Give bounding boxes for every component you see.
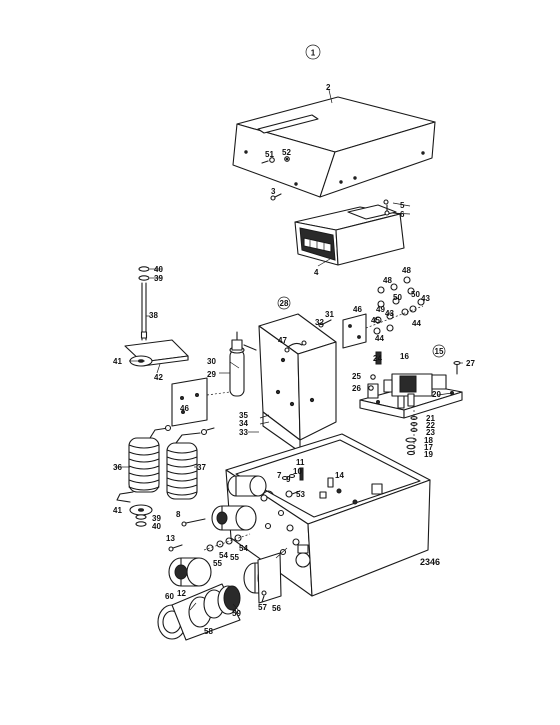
label-55b: 55	[213, 559, 222, 568]
label-41a: 41	[113, 357, 122, 366]
coil-left	[116, 427, 169, 527]
label-44b: 44	[375, 334, 384, 343]
label-54a: 54	[239, 544, 248, 553]
label-43a: 43	[421, 294, 430, 303]
label-56: 56	[272, 604, 281, 613]
label-39b: 39	[152, 514, 161, 523]
label-58: 58	[204, 627, 213, 636]
label-17: 17	[424, 443, 433, 452]
label-14: 14	[335, 471, 344, 480]
label-4: 4	[314, 268, 319, 277]
label-24: 24	[373, 354, 382, 363]
coil-right	[164, 424, 215, 500]
label-29: 29	[207, 370, 216, 379]
label-20: 20	[432, 390, 441, 399]
label-36: 36	[113, 463, 122, 472]
label-40a: 40	[154, 265, 163, 274]
cable-plug	[157, 552, 282, 641]
label-46a: 46	[180, 404, 189, 413]
label-19: 19	[424, 450, 433, 459]
label-54b: 54	[219, 551, 228, 560]
label-16: 16	[400, 352, 409, 361]
label-49: 49	[376, 305, 385, 314]
label-8: 8	[176, 510, 181, 519]
leader-lines	[115, 202, 463, 613]
label-11: 11	[296, 458, 305, 467]
label-6: 6	[400, 210, 405, 219]
figure-number: 1	[311, 49, 316, 58]
label-12: 12	[177, 589, 186, 598]
label-42: 42	[154, 373, 163, 382]
mounting-bracket	[124, 339, 189, 367]
label-18: 18	[424, 436, 433, 445]
drawing-reference: 2346	[420, 557, 440, 567]
label-15: 15	[435, 347, 444, 356]
label-51: 51	[265, 150, 274, 159]
label-41b: 41	[113, 506, 122, 515]
label-35: 35	[239, 411, 248, 420]
coil-plate	[171, 377, 231, 427]
label-3: 3	[271, 187, 276, 196]
label-5: 5	[400, 201, 405, 210]
label-13: 13	[166, 534, 175, 543]
label-30: 30	[207, 357, 216, 366]
front-connector	[168, 533, 251, 587]
relay-module	[359, 351, 463, 419]
label-37: 37	[197, 463, 206, 472]
label-7: 7	[277, 471, 282, 480]
left-connector	[181, 475, 267, 531]
label-57: 57	[258, 603, 267, 612]
washer-stack	[405, 410, 418, 456]
capacitor	[229, 331, 257, 397]
label-34: 34	[239, 419, 248, 428]
label-23: 23	[426, 428, 435, 437]
label-26: 26	[352, 384, 361, 393]
label-39a: 39	[154, 274, 163, 283]
display-module	[294, 199, 405, 266]
label-38: 38	[149, 311, 158, 320]
label-59: 59	[232, 609, 241, 618]
label-45: 45	[371, 316, 380, 325]
chassis-bracket	[258, 313, 337, 453]
label-2: 2	[326, 83, 331, 92]
label-50a: 50	[411, 290, 420, 299]
label-44a: 44	[412, 319, 421, 328]
support-rod	[138, 266, 150, 341]
bracket-screws	[284, 319, 332, 353]
label-22: 22	[426, 421, 435, 430]
label-25: 25	[352, 372, 361, 381]
label-53: 53	[296, 490, 305, 499]
label-48b: 48	[383, 276, 392, 285]
label-47: 47	[278, 336, 287, 345]
label-21: 21	[426, 414, 435, 423]
label-43b: 43	[385, 309, 394, 318]
label-50b: 50	[393, 293, 402, 302]
label-32: 32	[315, 318, 324, 327]
nut-cluster	[365, 276, 425, 335]
part-labels: 2 51 52 3 5 6 4 40 39 38 41 42 46 36 37 …	[113, 83, 475, 636]
label-48a: 48	[402, 266, 411, 275]
label-55a: 55	[230, 553, 239, 562]
label-52: 52	[282, 148, 291, 157]
label-46b: 46	[353, 305, 362, 314]
figure-number-marker: 1	[305, 44, 321, 60]
housing-components	[262, 467, 334, 499]
label-28: 28	[280, 299, 289, 308]
label-33: 33	[239, 428, 248, 437]
label-27: 27	[466, 359, 475, 368]
label-31: 31	[325, 310, 334, 319]
top-cover	[232, 96, 436, 198]
label-40b: 40	[152, 522, 161, 531]
label-60: 60	[165, 592, 174, 601]
cover-screws	[261, 156, 290, 201]
terminal-plate	[342, 313, 367, 349]
label-10: 10	[293, 467, 302, 476]
label-9: 9	[286, 475, 291, 484]
